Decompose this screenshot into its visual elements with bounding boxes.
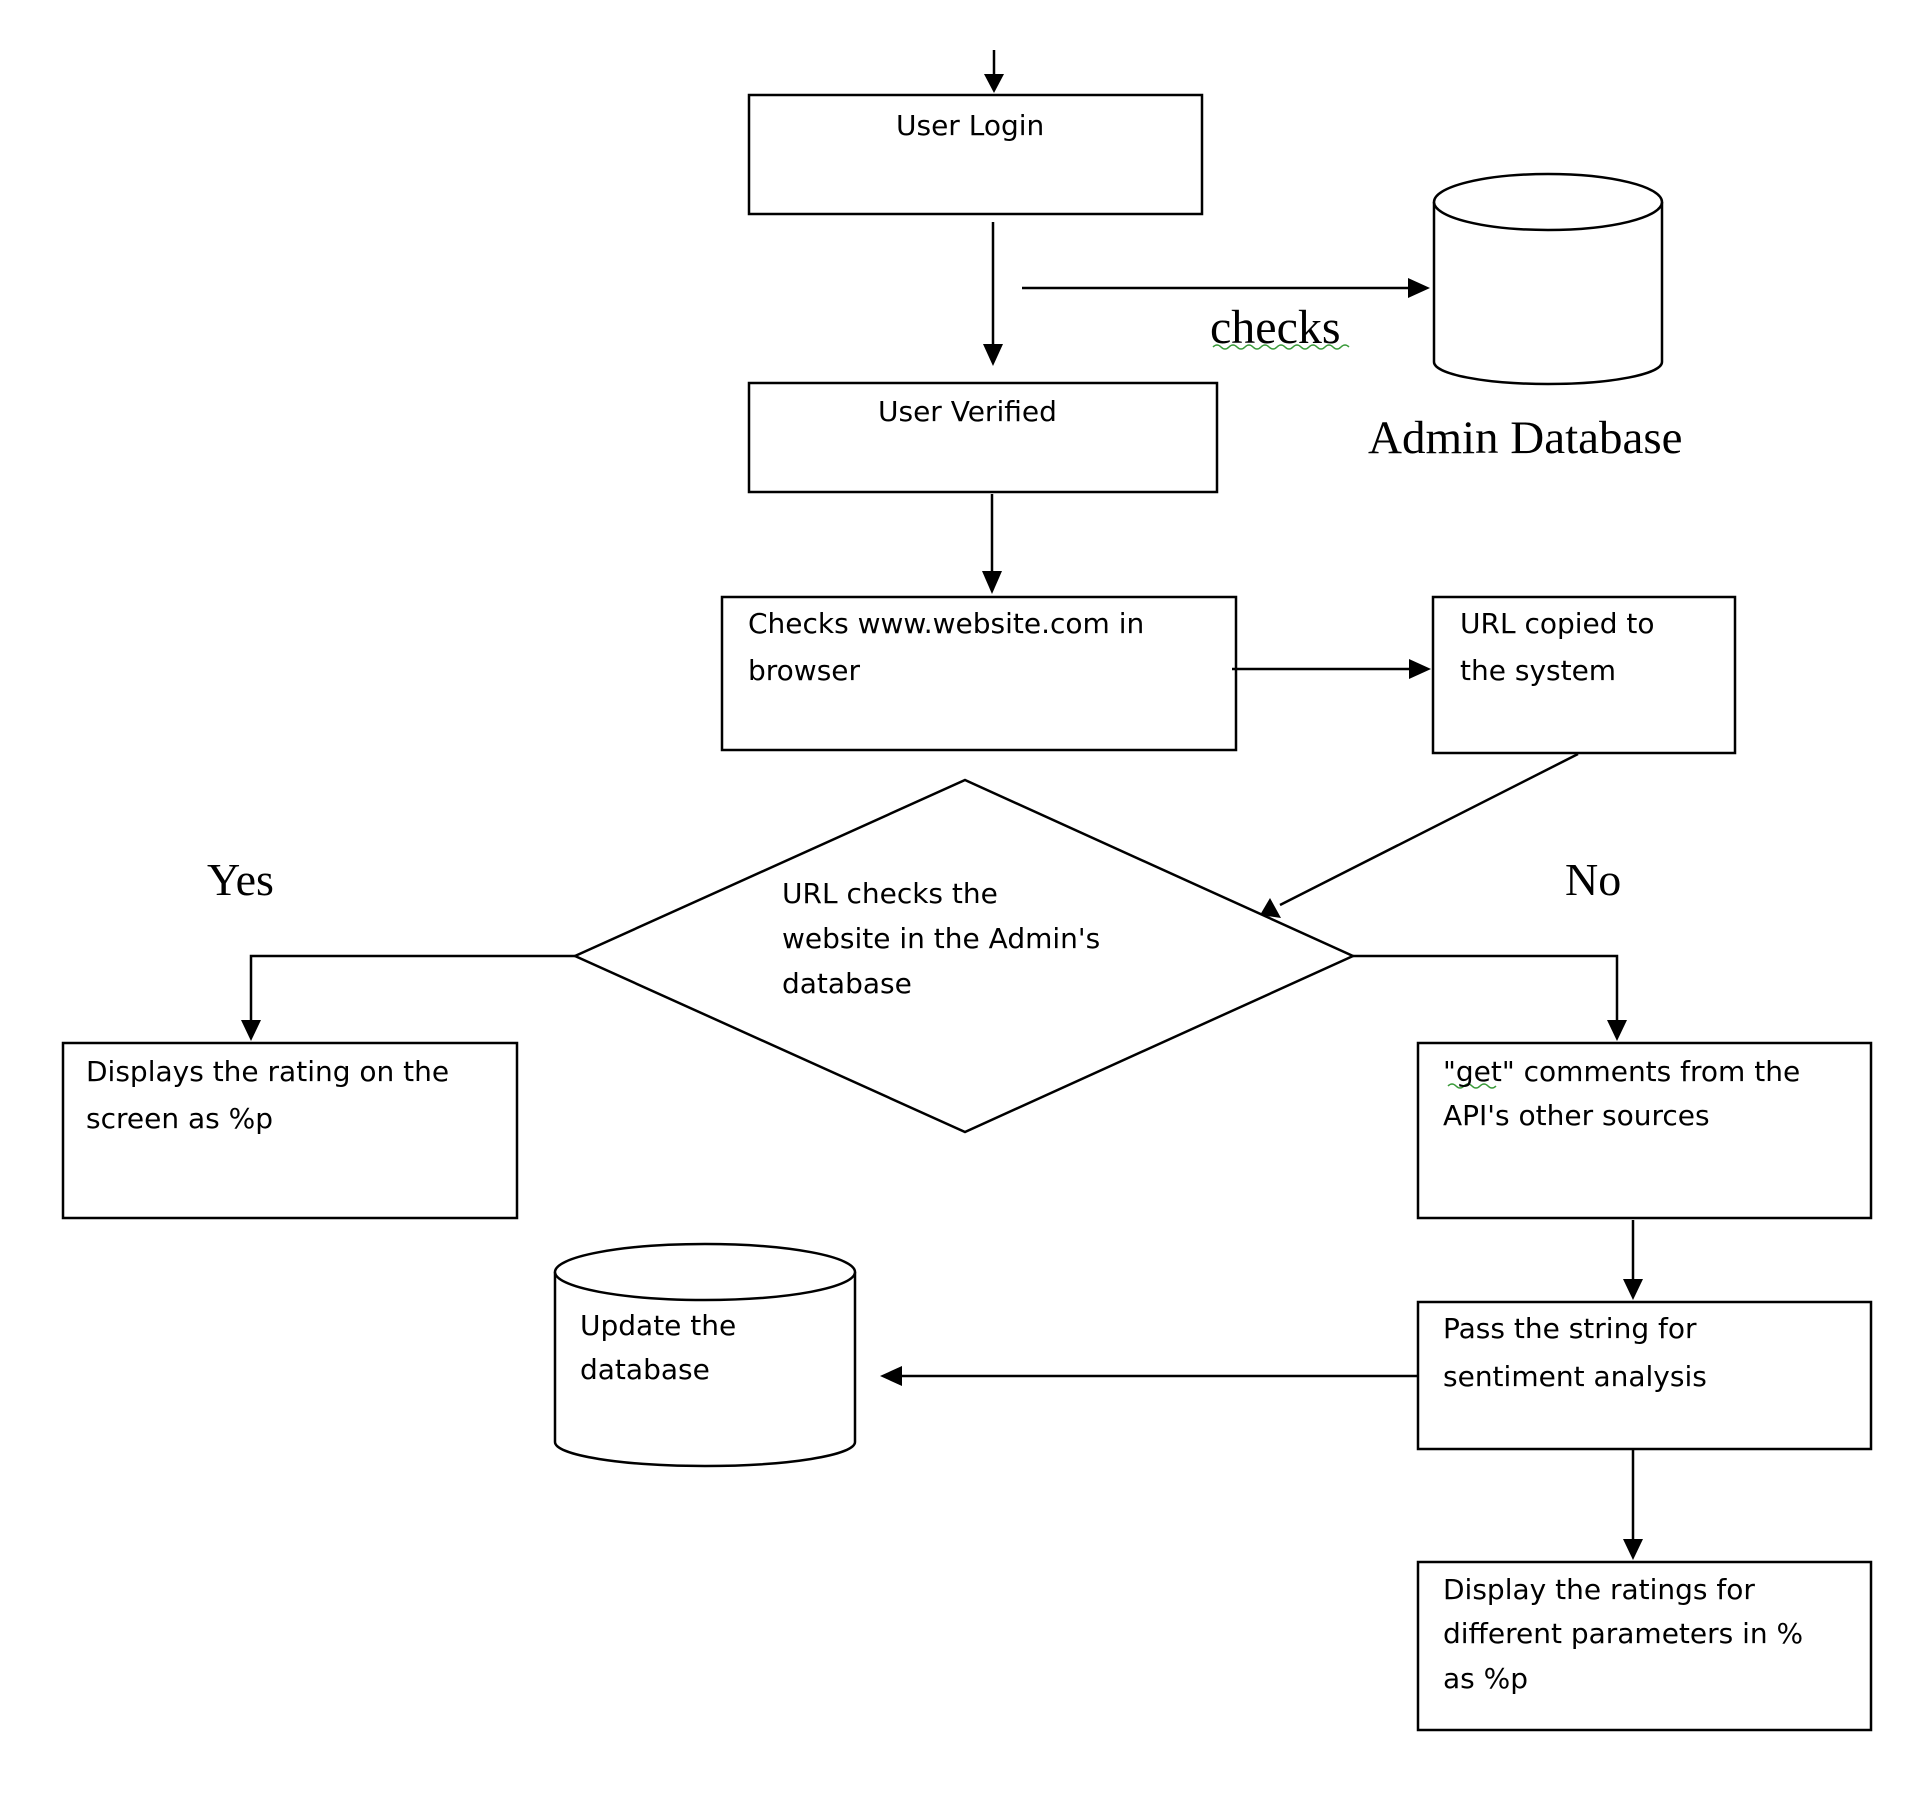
url-copied-label-line2: the system (1460, 654, 1617, 687)
checks-spellcheck-underline (1212, 344, 1350, 350)
decision-label-line3: database (782, 967, 912, 1000)
checks-browser-label-line2: browser (748, 654, 861, 687)
decision-diamond (571, 778, 1357, 1134)
connector-verified-to-browser (982, 494, 1002, 594)
connector-browser-to-url-copied (1232, 659, 1431, 679)
get-comments-box (1416, 1041, 1873, 1220)
decision-label-line1: URL checks the (782, 877, 998, 910)
connector-entry (984, 50, 1004, 93)
connector-comments-to-pass (1623, 1220, 1643, 1300)
connector-pass-to-update-db (880, 1366, 1418, 1386)
connector-checks-admin-db (1022, 278, 1430, 298)
connector-pass-to-display-ratings (1623, 1450, 1643, 1560)
pass-string-label-line2: sentiment analysis (1443, 1360, 1707, 1393)
display-ratings-label-line3: as %p (1443, 1662, 1529, 1695)
user-login-label: User Login (896, 109, 1045, 142)
display-ratings-box (1416, 1560, 1873, 1732)
update-db-label-line2: database (580, 1353, 710, 1386)
user-verified-label: User Verified (878, 395, 1057, 428)
display-ratings-label-line1: Display the ratings for (1443, 1573, 1755, 1606)
connector-decision-no (1353, 954, 1627, 1041)
display-ratings-label-line2: different parameters in % (1443, 1617, 1804, 1650)
get-comments-label-line1: "get" comments from the (1443, 1055, 1801, 1088)
url-copied-box (1431, 595, 1737, 755)
no-branch-label: No (1565, 854, 1622, 905)
url-copied-label-line1: URL copied to (1460, 607, 1655, 640)
displays-rating-label-line1: Displays the rating on the (86, 1055, 450, 1088)
checks-browser-box (720, 595, 1238, 752)
get-spellcheck-underline (1447, 1083, 1497, 1089)
update-db-label-line1: Update the (580, 1309, 737, 1342)
get-comments-label-line2: API's other sources (1443, 1099, 1710, 1132)
decision-label-line2: website in the Admin's (782, 922, 1101, 955)
admin-database-cylinder (1432, 172, 1664, 386)
displays-rating-box (61, 1041, 519, 1220)
connector-url-copied-to-decision (1260, 752, 1579, 918)
displays-rating-label-line2: screen as %p (86, 1102, 274, 1135)
connector-login-to-verified (983, 222, 1003, 366)
user-verified-box (747, 381, 1219, 494)
pass-string-label-line1: Pass the string for (1443, 1312, 1697, 1345)
connector-decision-yes (241, 954, 575, 1041)
checks-browser-label-line1: Checks www.website.com in (748, 607, 1145, 640)
pass-string-box (1416, 1300, 1873, 1451)
admin-database-label: Admin Database (1368, 412, 1683, 464)
yes-branch-label: Yes (207, 854, 274, 905)
update-database-cylinder (553, 1242, 857, 1468)
user-login-box (747, 93, 1204, 216)
checks-edge-label: checks (1210, 301, 1341, 354)
